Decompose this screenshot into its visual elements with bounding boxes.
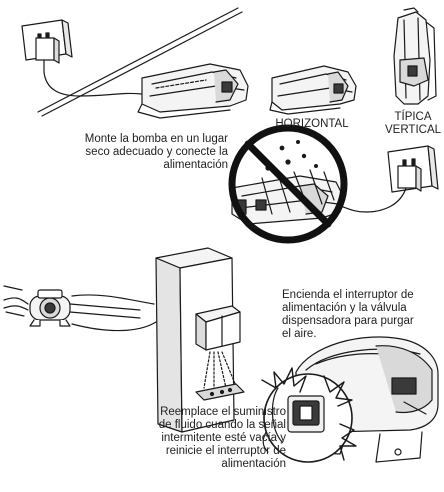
step1-caption: Monte la bomba en un lugar seco adecuado…	[84, 133, 228, 171]
wall-outlet-1	[22, 20, 72, 72]
tubing	[70, 295, 156, 331]
pump-vertical	[394, 8, 436, 104]
power-cord-2	[338, 188, 406, 212]
power-cord-1	[44, 72, 142, 96]
blinking-signal-icon	[262, 368, 356, 460]
dispenser-cabinet	[156, 248, 244, 432]
pump-wall-mounted	[138, 64, 248, 118]
step2-caption: Encienda el interruptor de alimentación …	[282, 289, 414, 340]
step3-caption: Reemplace el suministro de fluido cuando…	[158, 406, 286, 470]
pump-inline	[30, 290, 70, 326]
horizontal-label: HORIZONTAL	[275, 118, 349, 130]
wall-outlet-2	[388, 146, 438, 192]
magnifier-circle	[263, 374, 352, 462]
prohibition-icon	[232, 128, 344, 240]
vertical-label: TÍPICA VERTICAL	[384, 111, 442, 136]
pump-horizontal	[270, 66, 356, 114]
supply-line-left	[4, 286, 28, 316]
wall-line	[38, 8, 242, 116]
